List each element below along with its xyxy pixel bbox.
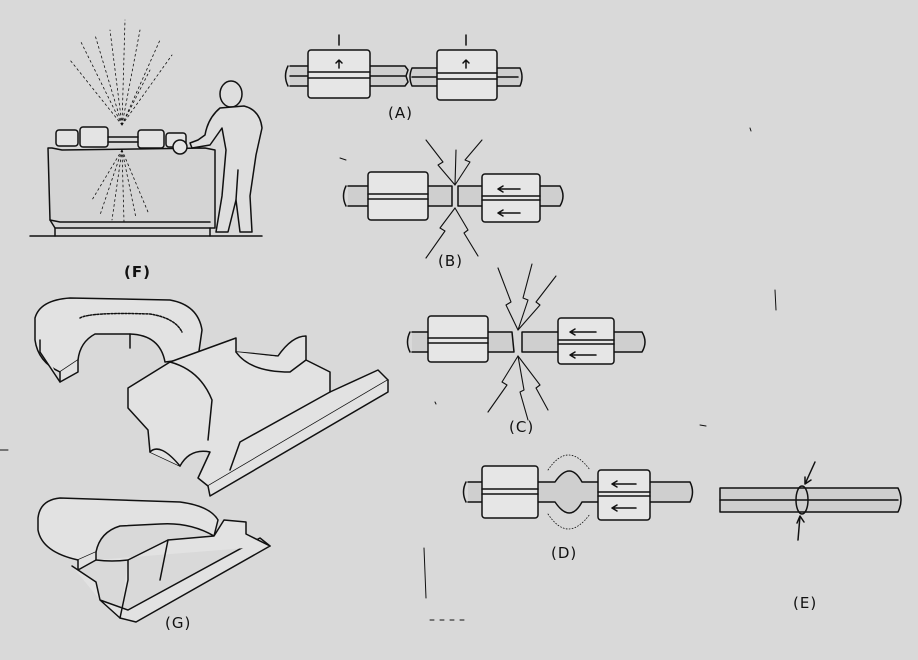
figure-g-extrusion-large [34, 297, 389, 497]
sparks-c [487, 263, 557, 421]
figure-d-bulge [462, 454, 694, 530]
figure-g-extrusion-small [37, 497, 271, 623]
figure-e-finished-weld [719, 461, 902, 541]
operator-figure [189, 80, 263, 233]
label-c: (C) [509, 418, 535, 436]
label-b: (B) [438, 252, 463, 270]
figure-a-clamps [284, 34, 523, 101]
label-e: (E) [793, 594, 818, 612]
label-f: (F) [124, 263, 151, 281]
sparks-up [69, 19, 173, 126]
label-g: (G) [165, 614, 192, 632]
scan-specks [0, 127, 777, 621]
sparks-b [425, 139, 483, 259]
label-a: (A) [388, 104, 413, 122]
figure-b-flashing [342, 139, 564, 259]
label-d: (D) [551, 544, 578, 562]
figure-f-operator-machine [29, 19, 263, 237]
sparks-down [91, 149, 149, 223]
figure-c-upsetting [406, 263, 646, 421]
